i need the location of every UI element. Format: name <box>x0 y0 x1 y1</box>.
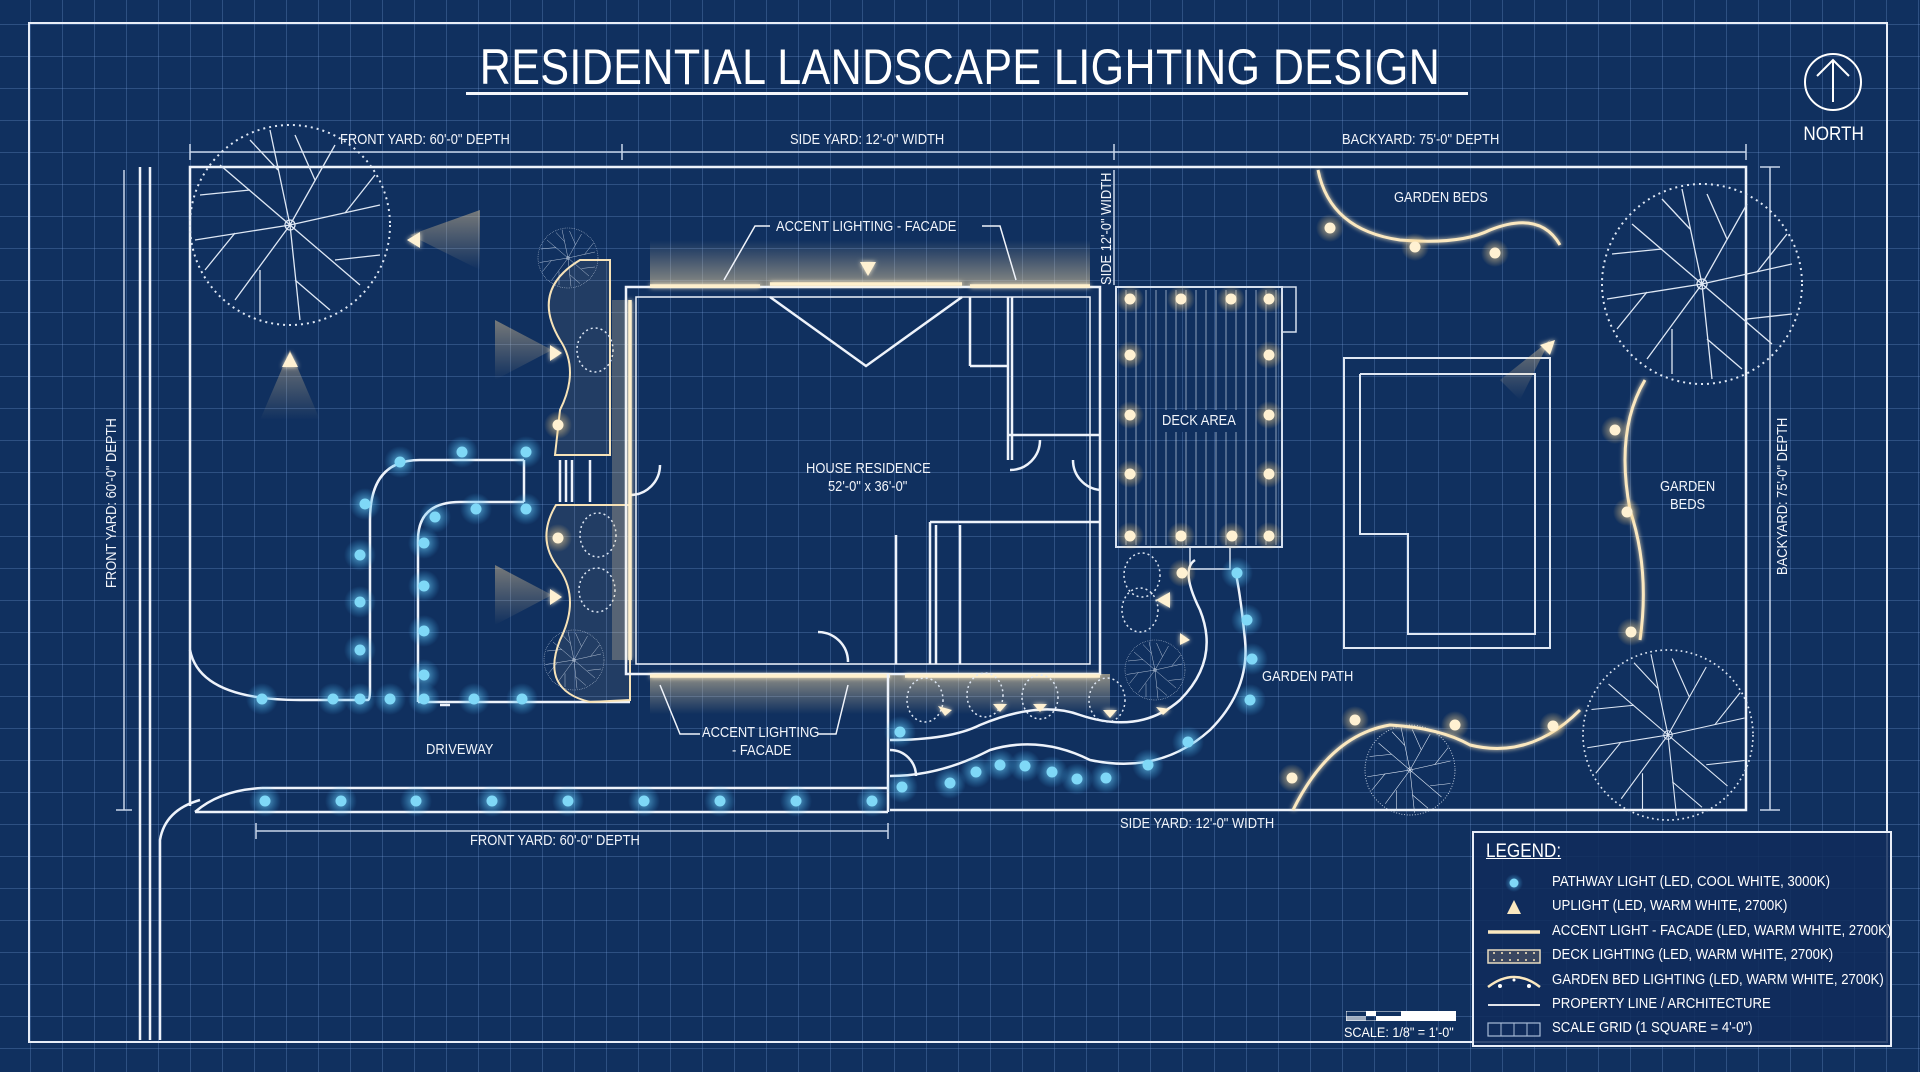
drawing-frame <box>28 22 1888 1043</box>
scale-bar <box>1346 1011 1456 1021</box>
uplight-icon <box>1507 900 1521 914</box>
legend-item-garden-bed-lighting: GARDEN BED LIGHTING (LED, WARM WHITE, 27… <box>1474 969 1894 993</box>
front-garden-beds <box>537 227 631 704</box>
legend-label: GARDEN BED LIGHTING (LED, WARM WHITE, 27… <box>1552 971 1884 988</box>
deck-lighting-icon <box>1487 949 1541 964</box>
legend-item-pathway-light: PATHWAY LIGHT (LED, COOL WHITE, 3000K) <box>1474 871 1894 895</box>
callout-accent-bottom-line2: - FACADE <box>732 742 792 759</box>
uplight-beams <box>260 210 1550 625</box>
dim-left-front-yard: FRONT YARD: 60'-0" DEPTH <box>103 418 120 588</box>
property-line-icon <box>1488 1004 1540 1006</box>
tree-back-small <box>1364 724 1456 816</box>
garden-beds-right-label-1: GARDEN <box>1660 478 1716 495</box>
accent-lines <box>628 282 1100 678</box>
scale-grid-icon <box>1487 1022 1541 1037</box>
legend-label: ACCENT LIGHT - FACADE (LED, WARM WHITE, … <box>1552 922 1892 939</box>
legend-label: UPLIGHT (LED, WARM WHITE, 2700K) <box>1552 897 1788 914</box>
callout-leaders <box>659 225 1017 735</box>
page-title: RESIDENTIAL LANDSCAPE LIGHTING DESIGN <box>479 39 1441 95</box>
callout-accent-bottom-line1: ACCENT LIGHTING <box>702 724 820 741</box>
dim-side-vertical: SIDE 12'-0" WIDTH <box>1098 172 1115 285</box>
garden-bed-lighting-icon <box>1487 975 1541 988</box>
deck-label: DECK AREA <box>1162 412 1236 429</box>
legend-item-deck-lighting: DECK LIGHTING (LED, WARM WHITE, 2700K) <box>1474 944 1894 968</box>
dim-top-front-yard: FRONT YARD: 60'-0" DEPTH <box>340 131 510 148</box>
dim-right-backyard: BACKYARD: 75'-0" DEPTH <box>1774 417 1791 575</box>
house-label: HOUSE RESIDENCE <box>806 460 931 477</box>
backyard-structure <box>1343 357 1551 649</box>
legend-item-property-line: PROPERTY LINE / ARCHITECTURE <box>1474 993 1894 1017</box>
tree-front-left <box>189 124 391 326</box>
legend-item-scale-grid: SCALE GRID (1 SQUARE = 4'-0") <box>1474 1017 1894 1041</box>
driveway-label: DRIVEWAY <box>426 741 494 758</box>
garden-beds-right-label-2: BEDS <box>1670 496 1706 513</box>
legend-item-accent-light: ACCENT LIGHT - FACADE (LED, WARM WHITE, … <box>1474 920 1894 944</box>
accent-light-icon <box>1488 930 1540 934</box>
dim-bottom-front-yard: FRONT YARD: 60'-0" DEPTH <box>470 832 640 849</box>
dim-top-backyard: BACKYARD: 75'-0" DEPTH <box>1342 131 1500 148</box>
house-size: 52'-0" x 36'-0" <box>828 478 908 495</box>
house-outline <box>624 285 1102 676</box>
callout-accent-top: ACCENT LIGHTING - FACADE <box>776 218 957 235</box>
tree-back-top <box>1601 183 1803 385</box>
pathway-lights <box>246 436 1268 817</box>
pathway-light-icon <box>1505 874 1523 892</box>
title-underline <box>466 92 1468 95</box>
dim-top-side-yard: SIDE YARD: 12'-0" WIDTH <box>790 131 945 148</box>
scale-label: SCALE: 1/8" = 1'-0" <box>1344 1024 1454 1040</box>
dim-bottom-side-yard: SIDE YARD: 12'-0" WIDTH <box>1120 815 1275 832</box>
uplights <box>282 232 1555 718</box>
tree-side-small <box>1124 639 1186 701</box>
legend-label: DECK LIGHTING (LED, WARM WHITE, 2700K) <box>1552 946 1834 963</box>
legend-title: LEGEND: <box>1486 841 1562 862</box>
garden-path-label: GARDEN PATH <box>1262 668 1354 685</box>
garden-beds-top-label: GARDEN BEDS <box>1394 189 1488 206</box>
north-arrow-icon <box>1804 53 1862 111</box>
legend-label: SCALE GRID (1 SQUARE = 4'-0") <box>1552 1019 1753 1036</box>
legend-item-uplight: UPLIGHT (LED, WARM WHITE, 2700K) <box>1474 895 1894 919</box>
legend: LEGEND: PATHWAY LIGHT (LED, COOL WHITE, … <box>1472 831 1892 1047</box>
legend-label: PATHWAY LIGHT (LED, COOL WHITE, 3000K) <box>1552 873 1830 890</box>
north-label: NORTH <box>1803 124 1864 145</box>
property-line <box>138 165 1748 1040</box>
legend-label: PROPERTY LINE / ARCHITECTURE <box>1552 995 1771 1012</box>
top-dimension-lines <box>116 144 1780 839</box>
tree-back-bottom <box>1582 649 1754 821</box>
